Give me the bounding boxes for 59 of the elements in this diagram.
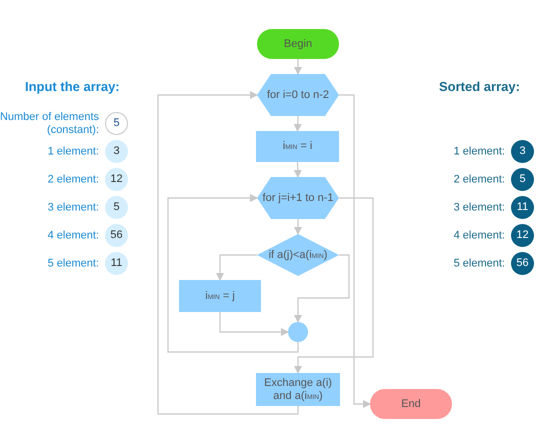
node-text: 5 xyxy=(112,117,121,130)
value-circle xyxy=(105,168,128,191)
node-text: Begin xyxy=(282,38,314,50)
node-text: for j=i+1 to n-1 xyxy=(262,192,334,204)
loop-hexagon xyxy=(257,74,339,116)
node-text: 11 xyxy=(516,201,530,214)
arrow xyxy=(294,162,302,178)
arrow xyxy=(294,116,302,132)
element-label: 5 element: xyxy=(46,256,99,270)
node-text: 11 xyxy=(110,257,124,270)
value-circle xyxy=(511,168,534,191)
arrow xyxy=(219,312,289,336)
node-text: 12 xyxy=(109,173,124,186)
node-text: 3 xyxy=(518,145,527,158)
section-title: Sorted array: xyxy=(439,79,520,94)
decision-diamond xyxy=(257,234,339,276)
arrow xyxy=(157,91,299,415)
value-circle xyxy=(105,196,128,219)
node-text: 56 xyxy=(109,229,124,242)
element-label: 1 element: xyxy=(46,144,99,158)
terminal-box xyxy=(370,389,452,419)
value-circle xyxy=(105,140,128,163)
element-label: 3 element: xyxy=(46,200,99,214)
arrow xyxy=(294,197,374,374)
arrow xyxy=(294,254,350,323)
arrow xyxy=(294,219,302,235)
node-text: 12 xyxy=(515,229,530,242)
value-circle xyxy=(105,224,128,247)
element-label: 4 element: xyxy=(46,228,99,242)
process-box xyxy=(256,373,340,406)
value-circle xyxy=(511,252,534,275)
arrow xyxy=(339,94,371,408)
node-text: 5 xyxy=(112,201,121,214)
terminal-box xyxy=(257,29,339,59)
value-circle xyxy=(105,252,128,275)
loop-hexagon xyxy=(257,177,339,219)
value-circle xyxy=(511,224,534,247)
value-circle xyxy=(105,112,128,135)
value-circle xyxy=(511,196,534,219)
element-label: 1 element: xyxy=(452,144,505,158)
process-box xyxy=(256,131,339,162)
node-text: for i=0 to n-2 xyxy=(266,88,330,102)
element-label: 5 element: xyxy=(452,256,505,270)
value-circle xyxy=(511,140,534,163)
node-text: End xyxy=(400,398,422,410)
arrow xyxy=(216,254,257,281)
node-text: 3 xyxy=(112,145,121,158)
element-label: 2 element: xyxy=(46,172,99,186)
connector-circle xyxy=(288,322,308,342)
element-label: 2 element: xyxy=(452,172,505,186)
section-title: Input the array: xyxy=(25,79,120,94)
element-label: Number of elements (constant): xyxy=(0,110,99,137)
arrow xyxy=(294,59,302,75)
node-text: 5 xyxy=(518,173,527,186)
node-text: 56 xyxy=(515,257,530,270)
arrow xyxy=(167,194,299,353)
element-label: 4 element: xyxy=(452,228,505,242)
process-box xyxy=(179,280,261,312)
element-label: 3 element: xyxy=(452,200,505,214)
